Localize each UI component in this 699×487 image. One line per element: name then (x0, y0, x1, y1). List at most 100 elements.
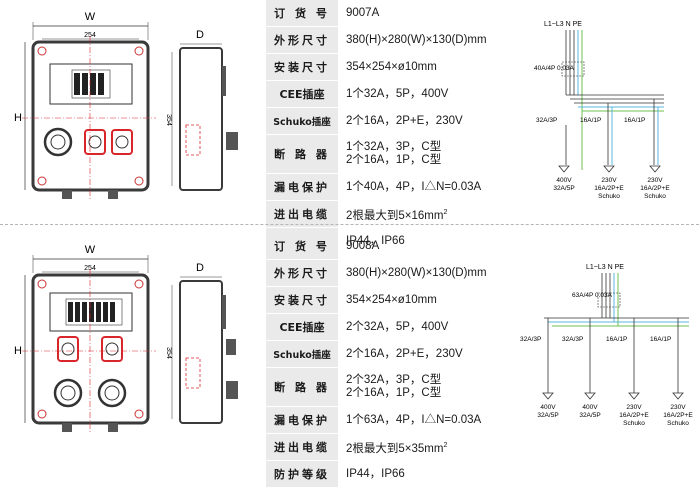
spec-row: Schuko插座 2个16A，2P+E，230V (266, 340, 504, 367)
product-9007A: W 254 H D (0, 0, 699, 254)
spec-label: 漏电保护 (266, 407, 338, 433)
spec-value: 2个16A，2P+E，230V (346, 347, 463, 360)
breaker-module (110, 302, 115, 322)
schuko-socket (84, 129, 106, 155)
breaker-module (74, 73, 80, 95)
spec-row: 订 货 号 9008A (266, 233, 504, 259)
section-divider (0, 224, 699, 225)
cable-gland (62, 190, 72, 199)
spec-label: CEE插座 (266, 314, 338, 340)
wiring-schematic: L1~L3 N PE 40A/4P 0.03A 32A/3P 16A/1P 16… (534, 21, 670, 200)
outlet-rating: 16A/2P+E (640, 185, 670, 192)
spec-table: 订 货 号 9008A 外形尺寸 380(H)×280(W)×130(D)mm 安装… (266, 233, 504, 487)
spec-value: 9007A (346, 6, 380, 19)
spec-row: 安装尺寸 354×254×ø10mm (266, 286, 504, 313)
outlet-rating: 32A/5P (537, 412, 558, 419)
spec-row: 防护等级 IP44，IP66 (266, 460, 504, 487)
spec-value: IP44，IP66 (346, 234, 405, 247)
breaker-module (82, 302, 87, 322)
rcd-symbol (561, 61, 585, 77)
spec-value: 1个32A，5P，400V (346, 87, 449, 100)
outlet-symbol (603, 165, 615, 173)
rcd-label: 63A/4P 0.03A (572, 292, 613, 299)
outlet-symbol (558, 165, 570, 173)
spec-value: 380(H)×280(W)×130(D)mm (346, 266, 487, 279)
spec-label: 外形尺寸 (266, 27, 338, 53)
outlet-symbol (649, 165, 661, 173)
breaker-module (98, 73, 104, 95)
width-label: W (85, 244, 96, 256)
outlet-type: Schuko (644, 193, 666, 200)
spec-value: 1个32A，3P，C型 2个16A，1P，C型 (346, 141, 442, 166)
breaker-module (75, 302, 80, 322)
cable-superscript: 2 (443, 208, 448, 216)
outlet-type: Schuko (623, 420, 645, 427)
dim-254-label: 254 (84, 32, 96, 39)
technical-drawing: W 254 H D (14, 11, 238, 200)
spec-label: 断 路 器 (266, 135, 338, 173)
outlet-voltage: 230V (670, 404, 686, 411)
spec-value: 2根最大到5×35mm2 (338, 439, 504, 456)
schuko-socket (57, 336, 79, 362)
spec-label: Schuko插座 (266, 341, 338, 367)
spec-label: 进出电缆 (266, 434, 338, 460)
outlet-voltage: 400V (556, 177, 572, 184)
spec-label: 订 货 号 (266, 233, 338, 259)
spec-label: 漏电保护 (266, 174, 338, 200)
depth-label: D (196, 262, 204, 274)
cable-gland (108, 423, 118, 432)
product-9008A: W 254 H D (0, 233, 699, 487)
breaker-label: 16A/1P (624, 117, 645, 124)
breaker-module (103, 302, 108, 322)
breaker-label: 32A/3P (536, 117, 557, 124)
spec-row: 订 货 号 9007A (266, 0, 504, 26)
spec-label: 外形尺寸 (266, 260, 338, 286)
spec-value: 9008A (346, 239, 380, 252)
technical-drawing: W 254 H D (14, 244, 238, 433)
wiring-schematic: L1~L3 N PE 63A/4P 0.03A 32A/3P 32A/3P 16… (520, 264, 693, 427)
outlet-type: Schuko (598, 193, 620, 200)
spec-label: 进出电缆 (266, 201, 338, 227)
outlet-voltage: 400V (540, 404, 556, 411)
spec-value: 354×254×ø10mm (346, 293, 437, 306)
spec-value: IP44，IP66 (346, 467, 405, 480)
spec-row: 断 路 器 1个32A，3P，C型 2个16A，1P，C型 (266, 134, 504, 173)
breaker-label: 16A/1P (606, 336, 627, 343)
spec-value: 354×254×ø10mm (346, 60, 437, 73)
outlet-symbol (542, 392, 554, 400)
spec-row: CEE插座 2个32A，5P，400V (266, 313, 504, 340)
spec-value: 2个32A，5P，400V (346, 320, 449, 333)
cable-superscript: 2 (443, 441, 448, 449)
supply-label: L1~L3 N PE (586, 264, 624, 271)
schuko-socket (111, 129, 133, 155)
outlet-symbol (628, 392, 640, 400)
spec-label: 安装尺寸 (266, 287, 338, 313)
rcd-label: 40A/4P 0.03A (534, 65, 575, 72)
cable-gland (108, 190, 118, 199)
spec-row: CEE插座 1个32A，5P，400V (266, 80, 504, 107)
outlet-rating: 16A/2P+E (594, 185, 624, 192)
spec-value: 1个40A，4P，I△N=0.03A (346, 180, 482, 193)
spec-label: 防护等级 (266, 461, 338, 487)
breaker-window (49, 292, 133, 332)
cable-gland (62, 423, 72, 432)
rcd-symbol (597, 292, 621, 308)
spec-label: 订 货 号 (266, 0, 338, 26)
breaker-module (82, 73, 88, 95)
spec-label: CEE插座 (266, 81, 338, 107)
spec-value: 2根最大到5×16mm2 (338, 206, 504, 223)
breaker-module (90, 73, 96, 95)
dim-354-label: 354 (165, 347, 172, 359)
outlet-type: Schuko (667, 420, 689, 427)
breaker-label: 16A/1P (650, 336, 671, 343)
outlet-voltage: 230V (601, 177, 617, 184)
enclosure-side (179, 280, 223, 424)
spec-label: 断 路 器 (266, 368, 338, 406)
outlet-rating: 32A/5P (553, 185, 574, 192)
